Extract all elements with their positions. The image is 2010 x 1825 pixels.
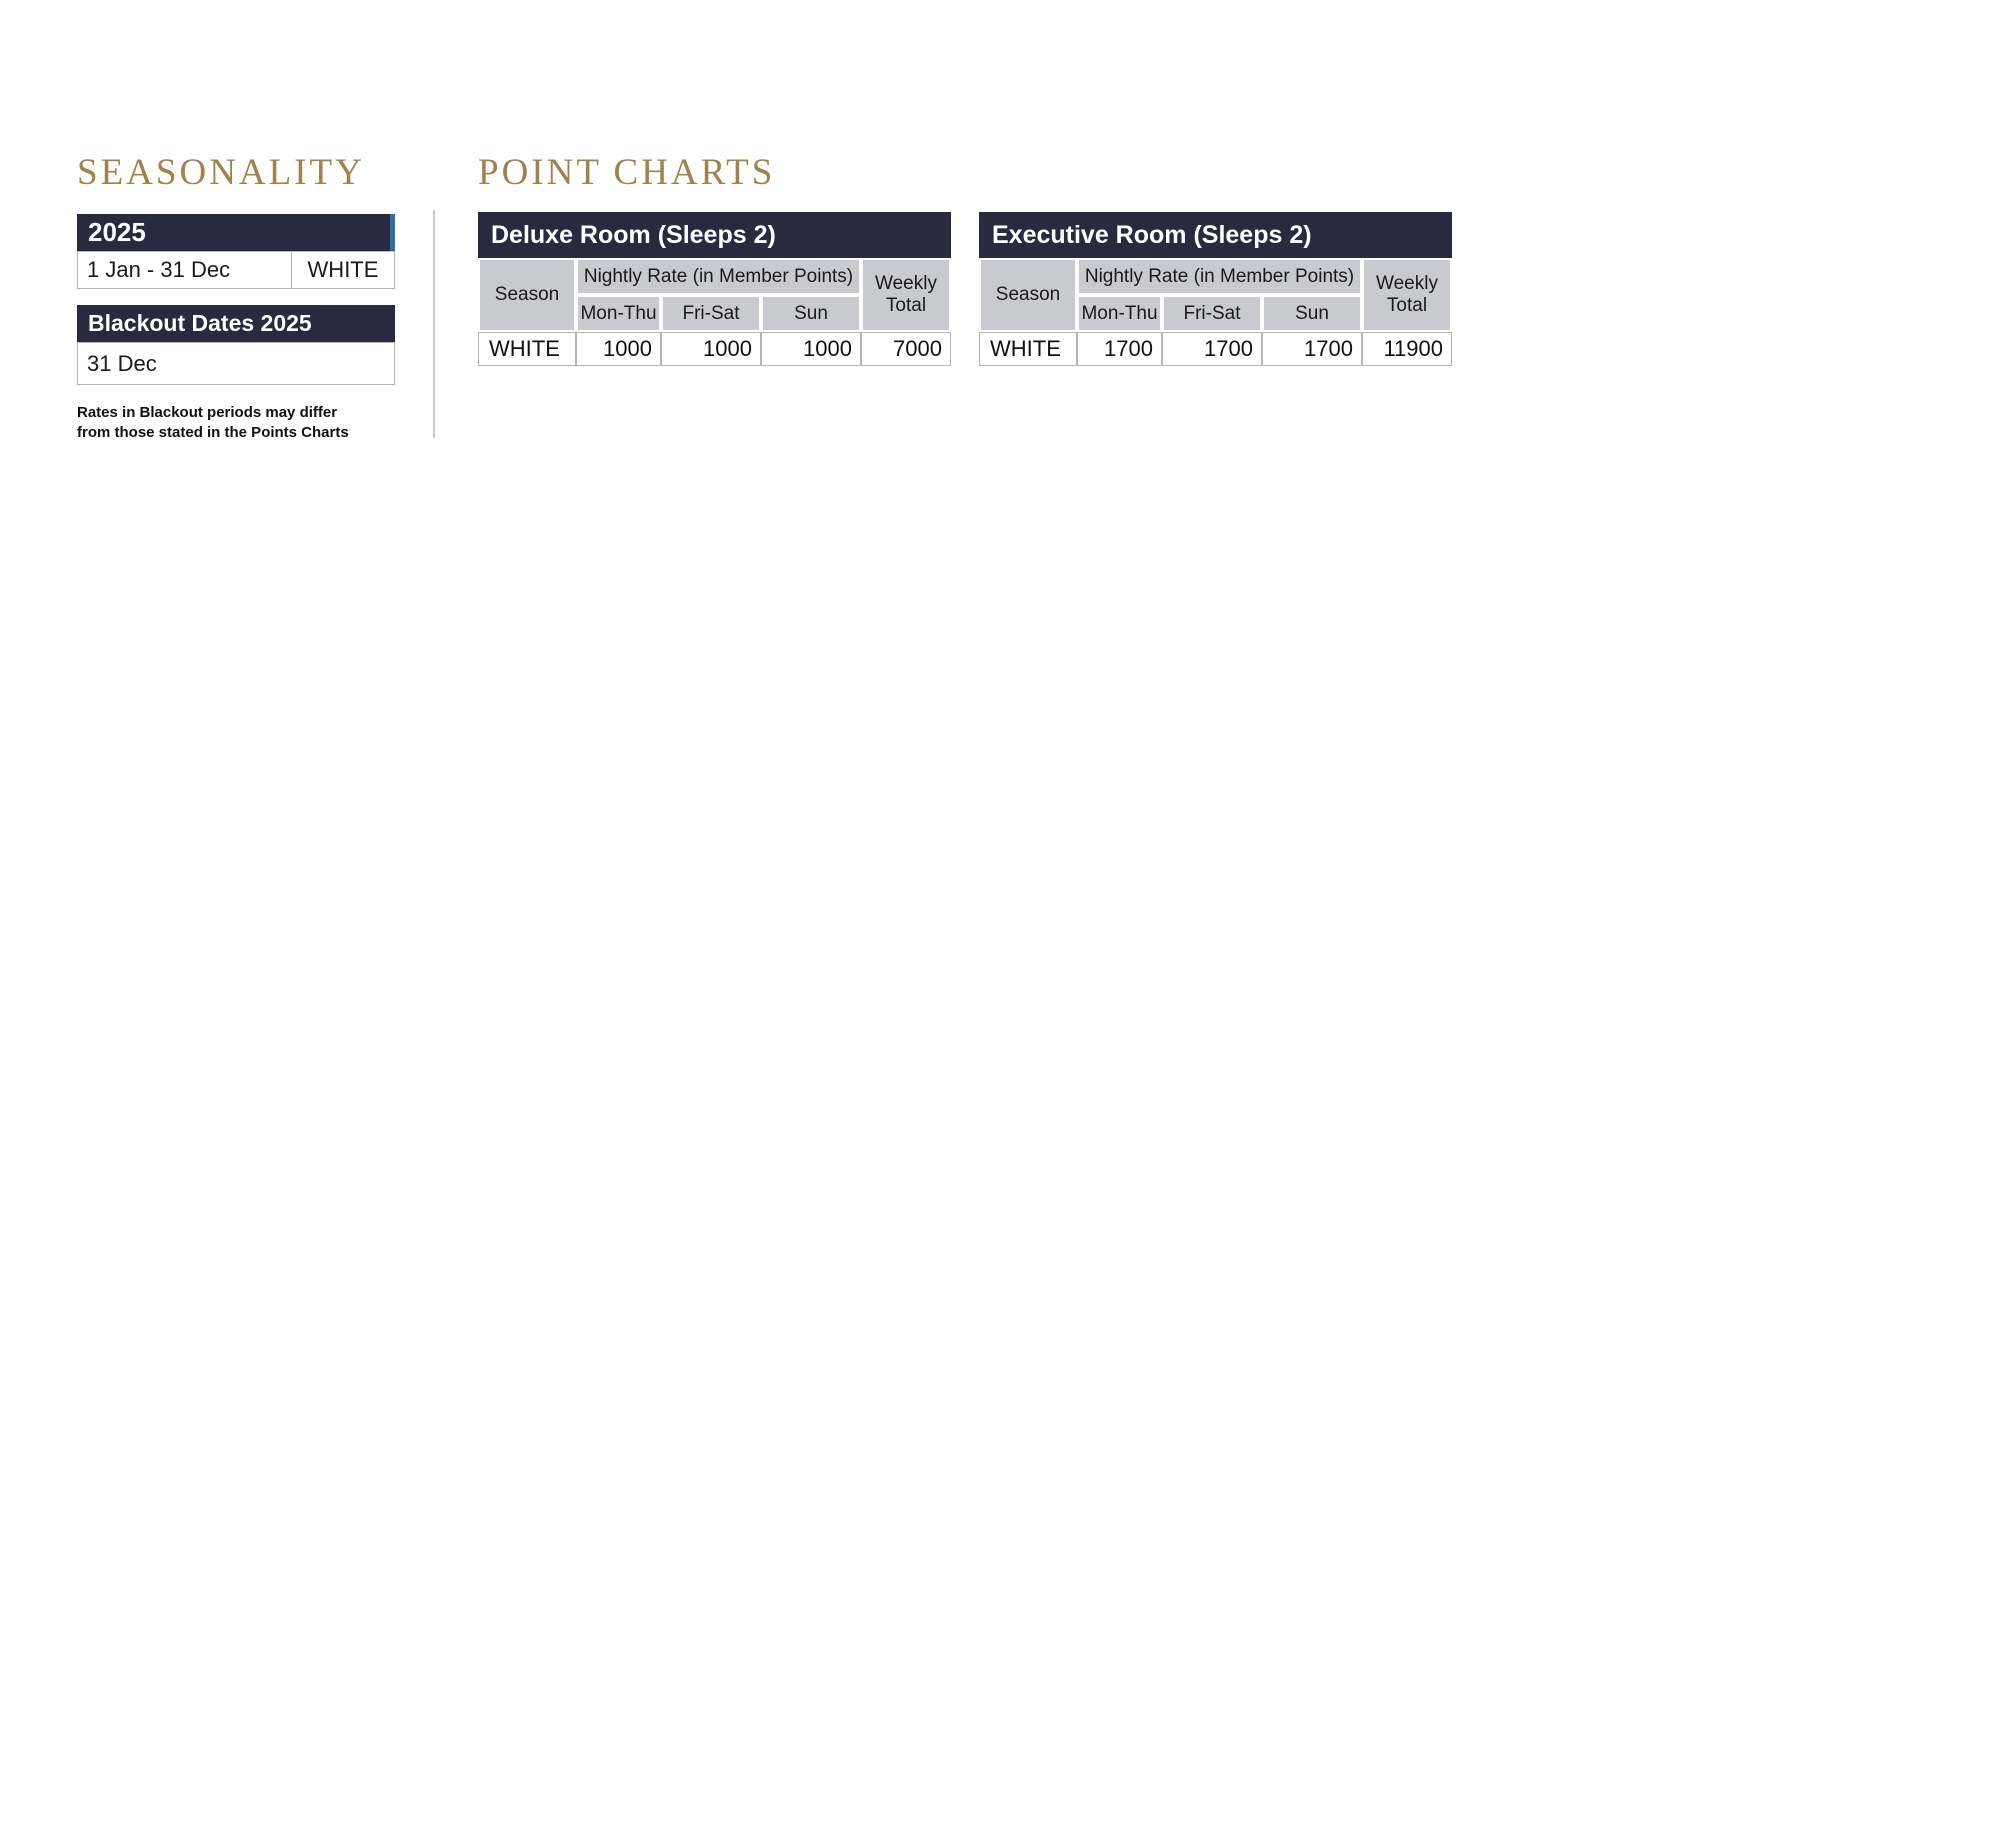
section-divider: [433, 210, 435, 438]
point-charts-heading: POINT CHARTS: [478, 151, 776, 193]
fri-sat-value-cell: 1000: [661, 332, 761, 366]
seasonality-heading: SEASONALITY: [77, 151, 365, 193]
date-range-cell: 1 Jan - 31 Dec: [78, 252, 292, 288]
weekly-total-value-cell: 11900: [1362, 332, 1452, 366]
mon-thu-header: Mon-Thu: [576, 295, 661, 332]
sun-header: Sun: [1262, 295, 1362, 332]
footnote-line-2: from those stated in the Points Charts: [77, 423, 349, 441]
footnote-line-1: Rates in Blackout periods may differ: [77, 404, 338, 421]
mon-thu-value-cell: 1700: [1077, 332, 1162, 366]
mon-thu-value-cell: 1000: [576, 332, 661, 366]
deluxe-table-title: Deluxe Room (Sleeps 2): [478, 212, 951, 258]
weekly-total-header: Weekly Total: [861, 258, 951, 332]
weekly-total-header: Weekly Total: [1362, 258, 1452, 332]
table-row: WHITE 1700 1700 1700 11900: [979, 332, 1452, 366]
season-name-cell: WHITE: [307, 257, 379, 282]
sun-value-cell: 1000: [761, 332, 861, 366]
seasonality-row: 1 Jan - 31 Dec WHITE: [77, 251, 395, 289]
table-row: WHITE 1000 1000 1000 7000: [478, 332, 951, 366]
nightly-rate-header: Nightly Rate (in Member Points): [576, 258, 861, 295]
blackout-date-cell: 31 Dec: [77, 342, 395, 385]
blackout-header-bar: Blackout Dates 2025: [77, 305, 395, 342]
season-value-cell: WHITE: [979, 332, 1077, 366]
executive-room-table: Executive Room (Sleeps 2) Season Nightly…: [979, 212, 1452, 366]
seasonality-section: 2025 1 Jan - 31 Dec WHITE Blackout Dates…: [77, 214, 395, 442]
sun-value-cell: 1700: [1262, 332, 1362, 366]
nightly-rate-header: Nightly Rate (in Member Points): [1077, 258, 1362, 295]
fri-sat-value-cell: 1700: [1162, 332, 1262, 366]
sun-header: Sun: [761, 295, 861, 332]
weekly-total-value-cell: 7000: [861, 332, 951, 366]
season-column-header: Season: [979, 258, 1077, 332]
fri-sat-header: Fri-Sat: [661, 295, 761, 332]
blackout-footnote: Rates in Blackout periods may differ fro…: [77, 403, 395, 442]
season-column-header: Season: [478, 258, 576, 332]
year-header-bar: 2025: [77, 214, 395, 251]
season-value-cell: WHITE: [478, 332, 576, 366]
deluxe-room-table: Deluxe Room (Sleeps 2) Season Nightly Ra…: [478, 212, 951, 366]
executive-table-title: Executive Room (Sleeps 2): [979, 212, 1452, 258]
fri-sat-header: Fri-Sat: [1162, 295, 1262, 332]
mon-thu-header: Mon-Thu: [1077, 295, 1162, 332]
